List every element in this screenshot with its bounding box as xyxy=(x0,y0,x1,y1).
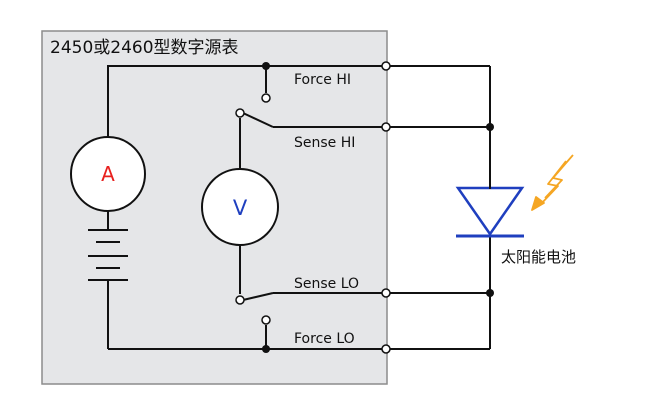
label-sense-lo: Sense LO xyxy=(294,276,359,292)
ammeter xyxy=(70,136,146,212)
junctions xyxy=(262,62,494,353)
junction-dot xyxy=(486,289,494,297)
instrument-title: 2450或2460型数字源表 xyxy=(50,38,239,58)
terminal-sense-lo xyxy=(381,288,391,298)
switch-contacts xyxy=(235,93,271,325)
junction-dot xyxy=(262,345,270,353)
voltmeter xyxy=(201,168,279,246)
junction-dot xyxy=(486,123,494,131)
device-label: 太阳能电池 xyxy=(501,248,576,266)
force-lo-switch-contact xyxy=(261,315,271,325)
diode-icon xyxy=(455,185,525,238)
terminal-sense-hi xyxy=(381,122,391,132)
battery-icon xyxy=(88,229,128,281)
label-force-hi: Force HI xyxy=(294,72,351,88)
terminal-force-hi xyxy=(381,61,391,71)
voltmeter-symbol: V xyxy=(233,196,248,220)
lightning-icon xyxy=(531,154,574,211)
label-force-lo: Force LO xyxy=(294,331,355,347)
ammeter-symbol: A xyxy=(101,162,115,186)
sense-lo-switch-contact xyxy=(235,295,245,305)
label-sense-hi: Sense HI xyxy=(294,135,355,151)
sense-hi-switch-contact xyxy=(235,108,245,118)
junction-dot xyxy=(262,62,270,70)
terminal-force-lo xyxy=(381,344,391,354)
terminals xyxy=(381,61,391,354)
force-hi-switch-contact xyxy=(261,93,271,103)
